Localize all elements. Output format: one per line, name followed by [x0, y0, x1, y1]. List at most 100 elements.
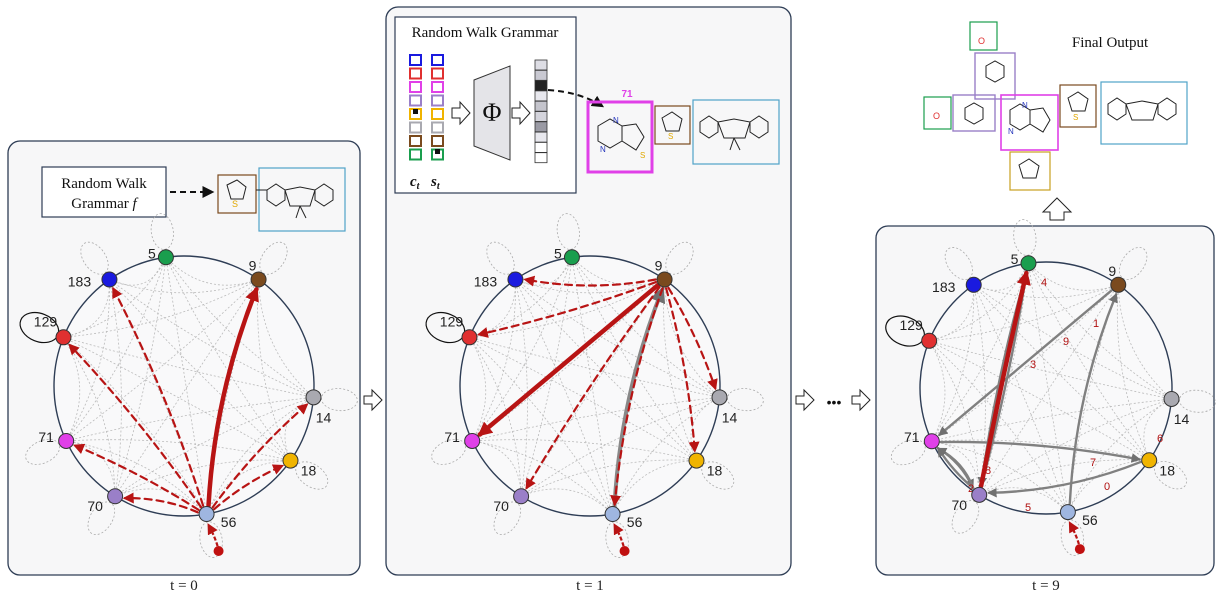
- node-label-18: 18: [1159, 462, 1175, 478]
- node-label-14: 14: [1174, 411, 1190, 427]
- st-active: [435, 149, 440, 154]
- potential-edge: [1028, 263, 1150, 461]
- output-cell: [534, 131, 548, 143]
- potential-edge: [928, 340, 1150, 461]
- walk-start-arrow: [1068, 521, 1080, 545]
- potential-edge: [65, 279, 259, 442]
- step-label: 0: [1104, 481, 1110, 493]
- potential-edge: [165, 257, 314, 398]
- potential-edge: [973, 284, 1150, 461]
- potential-edge: [929, 263, 1029, 342]
- svg-text:O: O: [933, 111, 940, 121]
- potential-edge: [469, 336, 720, 398]
- st-cell: [431, 135, 444, 147]
- candidate-edge: [73, 443, 200, 511]
- potential-edge: [63, 337, 207, 515]
- st-cell: [431, 94, 444, 107]
- node-129: [55, 329, 72, 346]
- node-label-70: 70: [493, 498, 509, 514]
- potential-edge: [978, 398, 1172, 496]
- node-label-129: 129: [899, 317, 923, 333]
- potential-edge: [469, 337, 613, 515]
- output-cell: [534, 111, 548, 122]
- svg-text:N: N: [600, 145, 606, 154]
- candidate-edge: [112, 286, 205, 507]
- self-loop-14: [1179, 389, 1216, 413]
- potential-edge: [206, 396, 314, 515]
- node-5: [563, 249, 580, 266]
- candidate-edge: [667, 286, 718, 391]
- grammar-box-line1: Random Walk: [61, 176, 147, 192]
- node-label-18: 18: [707, 463, 723, 479]
- output-cell: [534, 141, 548, 153]
- step-label: 6: [1157, 433, 1163, 445]
- node-label-18: 18: [301, 463, 317, 479]
- up-arrow-to-output: [1041, 197, 1073, 221]
- potential-edge: [978, 263, 1029, 495]
- ct-active: [413, 109, 418, 114]
- grammar-box-line2: Grammar f: [71, 196, 138, 212]
- potential-edge: [928, 340, 1069, 513]
- grammar-inset-title: Random Walk Grammar: [412, 25, 559, 41]
- ct-cell: [409, 148, 422, 161]
- node-71: [58, 432, 75, 449]
- node-18: [1141, 452, 1158, 469]
- candidate-edge: [211, 403, 309, 509]
- potential-edge: [472, 440, 613, 515]
- output-cell: [534, 90, 548, 102]
- node-label-14: 14: [722, 409, 738, 425]
- potential-edge: [165, 257, 207, 515]
- potential-edge: [978, 284, 1119, 496]
- potential-edge: [114, 488, 207, 515]
- molecule-fragment-t0: S: [217, 167, 346, 232]
- node-label-5: 5: [148, 245, 156, 261]
- potential-edge: [469, 337, 487, 442]
- node-14: [711, 389, 728, 406]
- ct-vector: [409, 54, 422, 161]
- step-label: 8: [985, 465, 991, 477]
- next-arrow-2: [795, 388, 815, 412]
- chosen-edge: [477, 283, 660, 437]
- potential-edge: [109, 279, 291, 461]
- ct-cell: [409, 94, 422, 107]
- output-cell: [534, 69, 548, 81]
- potential-edge: [929, 340, 1172, 400]
- svg-text:S: S: [668, 132, 673, 141]
- node-label-70: 70: [87, 498, 103, 514]
- svg-text:S: S: [1073, 113, 1078, 122]
- node-71: [464, 432, 481, 449]
- node-71: [923, 433, 940, 450]
- node-label-71: 71: [904, 429, 920, 445]
- st-cell: [431, 108, 444, 120]
- node-5: [1020, 255, 1037, 272]
- output-cell: [534, 152, 548, 164]
- potential-edge: [63, 336, 291, 461]
- potential-edge: [931, 284, 1119, 442]
- potential-edge: [206, 460, 291, 515]
- st-vector: [431, 54, 444, 161]
- output-cell: [534, 100, 548, 112]
- candidate-edge: [476, 280, 658, 338]
- st-label: st: [430, 174, 441, 192]
- output-cell: [534, 80, 548, 91]
- node-56: [604, 506, 621, 523]
- ct-cell: [409, 81, 422, 93]
- ct-label: ct: [410, 174, 421, 192]
- potential-edge: [109, 279, 122, 497]
- potential-edge: [612, 396, 720, 515]
- potential-edge: [931, 439, 1150, 461]
- node-183: [965, 276, 982, 293]
- self-loop-70: [493, 501, 522, 536]
- node-56: [198, 506, 215, 523]
- potential-edge: [663, 279, 697, 461]
- potential-edge: [929, 284, 975, 342]
- walk-graph-circle: [919, 261, 1173, 515]
- phi-network: [473, 65, 511, 161]
- history-edge: [937, 289, 1113, 437]
- potential-edge: [931, 398, 1172, 442]
- potential-edge: [206, 279, 259, 515]
- node-14: [1163, 390, 1180, 407]
- history-edge: [987, 460, 1142, 498]
- final-output-title: Final Output: [1072, 35, 1149, 51]
